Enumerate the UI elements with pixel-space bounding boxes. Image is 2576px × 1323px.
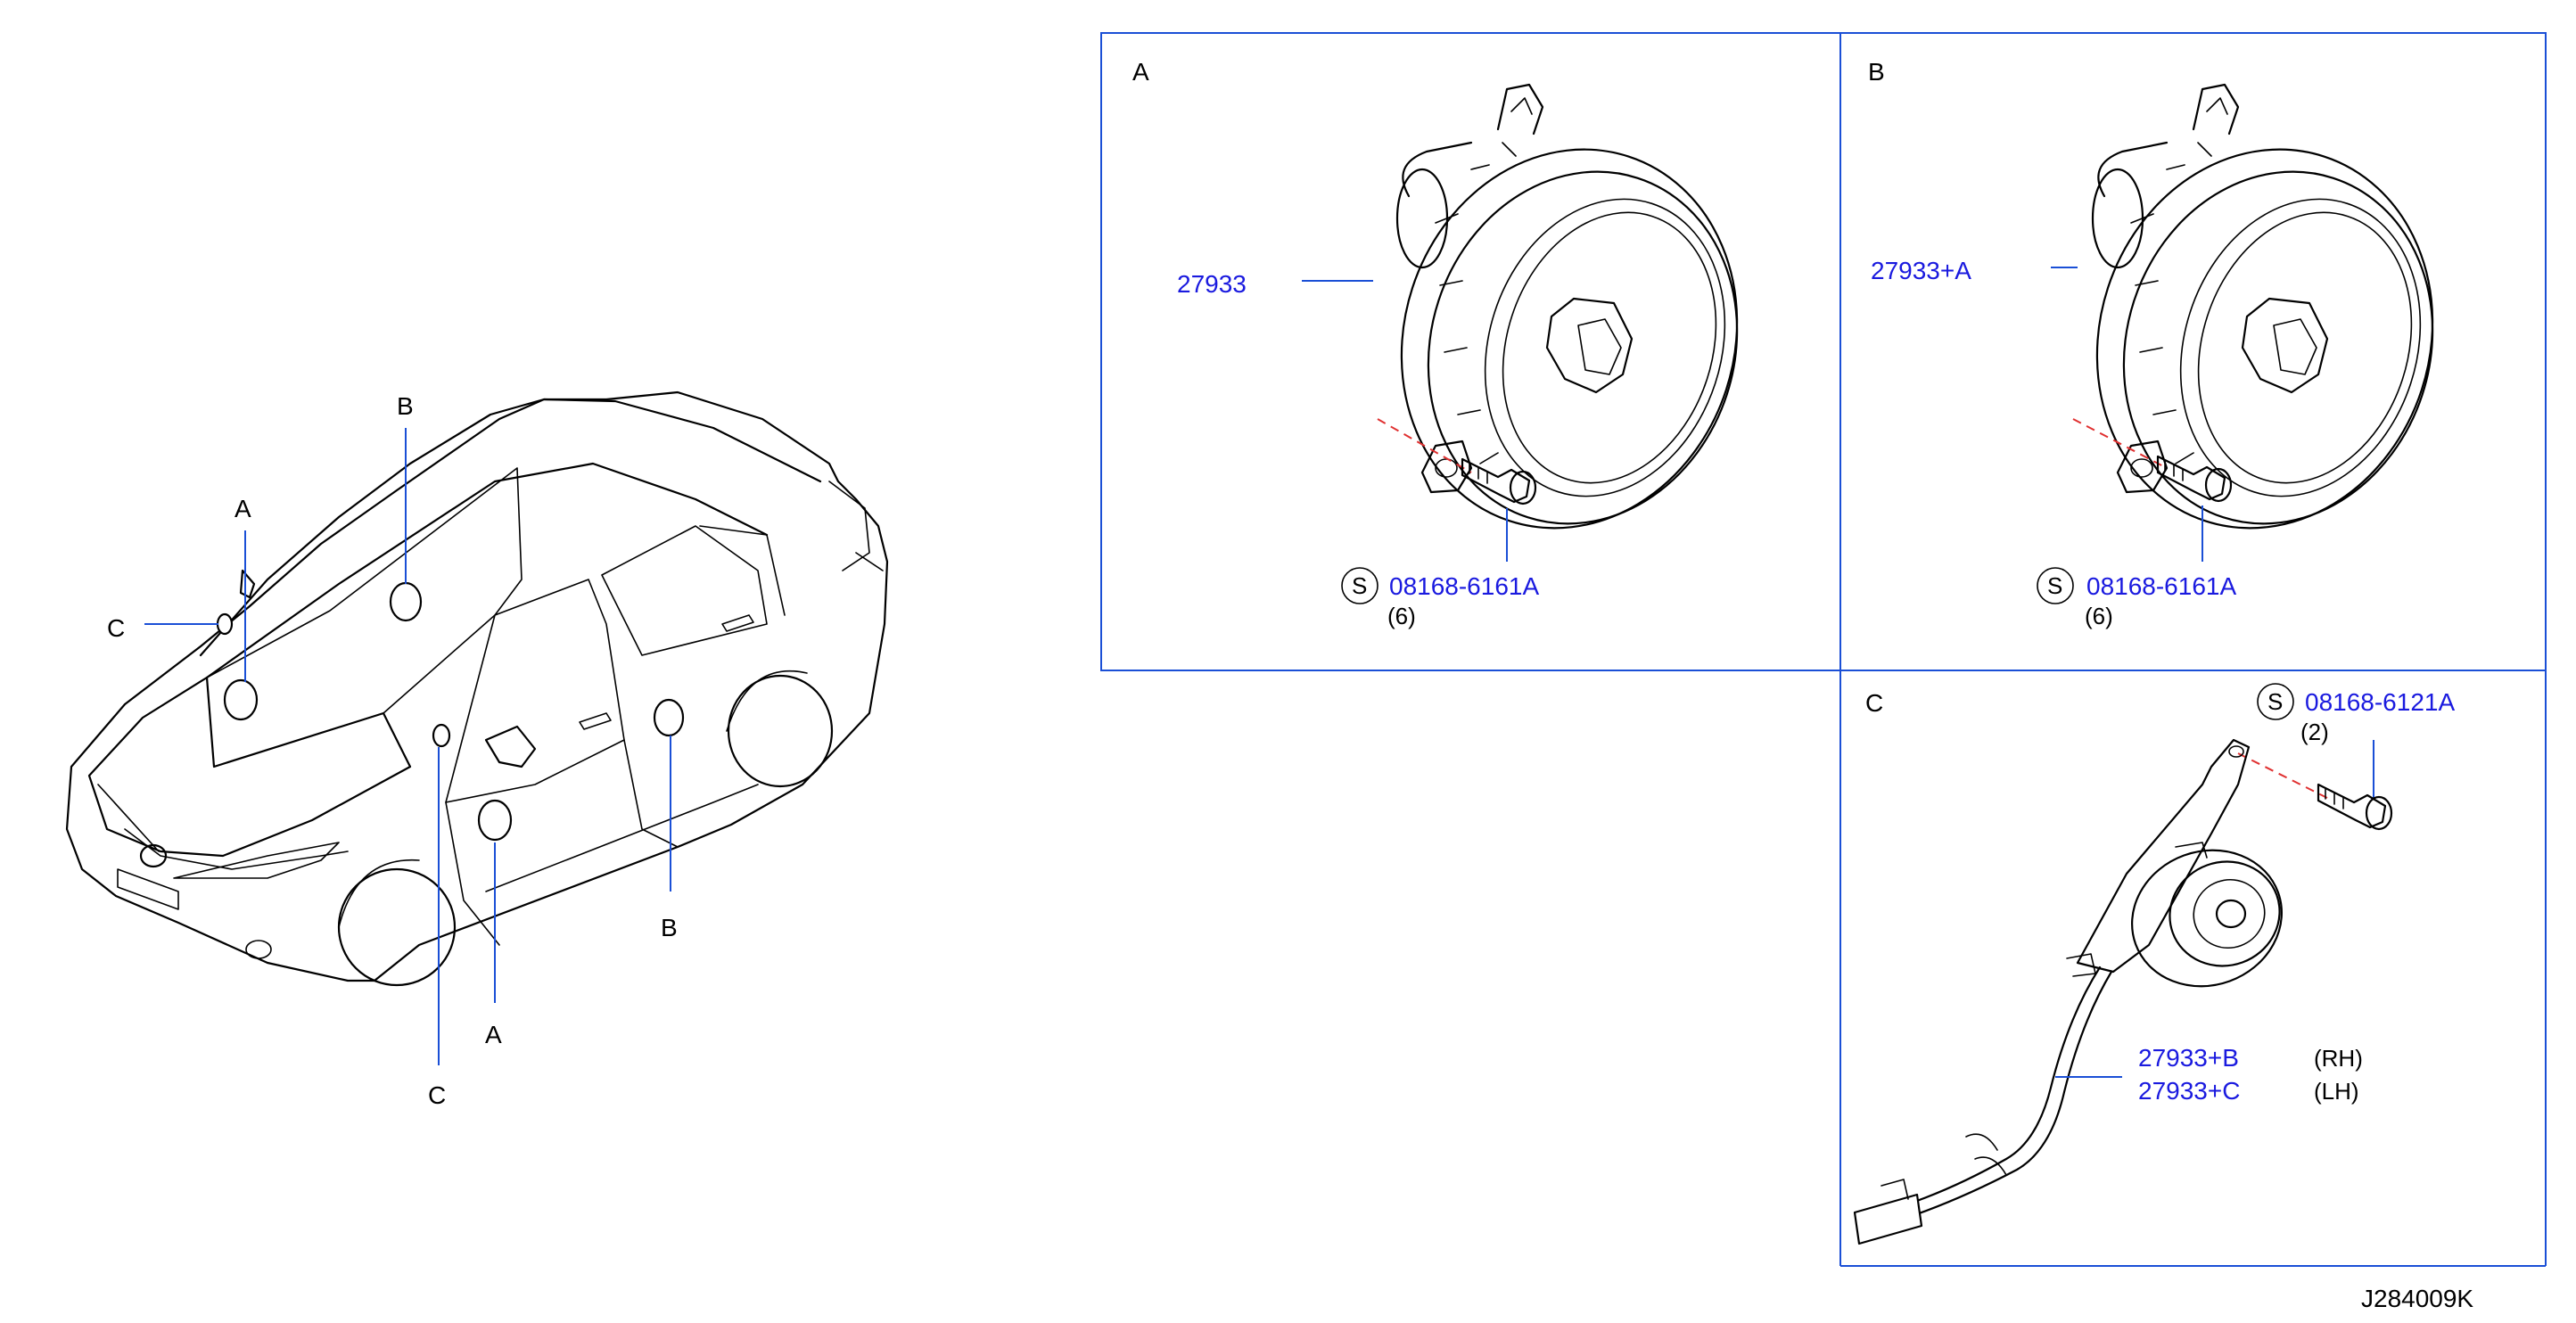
callout-c-left: C bbox=[107, 614, 125, 642]
panel-a: A 27933 S 08168-6161A (6) bbox=[1132, 58, 1787, 629]
panel-b-screw-part: 08168-6161A bbox=[2086, 572, 2236, 600]
callout-b-bottom: B bbox=[661, 914, 678, 941]
panel-c-part-lh-side: (LH) bbox=[2314, 1078, 2359, 1105]
panel-a-part-number: 27933 bbox=[1177, 270, 1247, 298]
car-illustration: B A C B A C bbox=[65, 390, 889, 1109]
speaker-b-door bbox=[653, 698, 685, 737]
connector-icon bbox=[1853, 1193, 1923, 1245]
panel-a-screw-part: 08168-6161A bbox=[1389, 572, 1539, 600]
panel-c: C S 08168-6121A (2) 27933+B (R bbox=[1853, 683, 2455, 1245]
screw-c-icon bbox=[2317, 783, 2393, 831]
callout-a-top: A bbox=[235, 495, 251, 522]
speaker-a-front bbox=[223, 678, 259, 721]
speaker-woofer-a-icon bbox=[1352, 83, 1787, 573]
panel-b-screw-qty: (6) bbox=[2085, 603, 2113, 629]
panel-a-screw-qty: (6) bbox=[1387, 603, 1416, 629]
panel-c-part-rh-number: 27933+B bbox=[2138, 1044, 2239, 1072]
panel-b-screw-symbol: S bbox=[2047, 572, 2062, 599]
panel-c-part-lh-number: 27933+C bbox=[2138, 1077, 2240, 1105]
screw-a-icon bbox=[1461, 457, 1537, 505]
diagram-id: J284009K bbox=[2361, 1285, 2473, 1312]
wire-harness-icon bbox=[1880, 966, 2102, 1214]
panel-c-part-rh-side: (RH) bbox=[2314, 1045, 2363, 1072]
tweeter-c-pillar bbox=[432, 723, 451, 748]
panel-c-screw-qty: (2) bbox=[2300, 719, 2329, 745]
callout-b-top: B bbox=[397, 392, 414, 420]
speaker-b-rear bbox=[389, 581, 423, 622]
tweeter-c-mirror bbox=[216, 612, 234, 636]
screw-b-icon bbox=[2156, 455, 2233, 503]
speaker-a-door bbox=[477, 799, 513, 842]
panel-frames bbox=[1100, 32, 2547, 1267]
speaker-woofer-b-icon bbox=[2047, 83, 2482, 573]
panel-c-screw-symbol: S bbox=[2267, 688, 2283, 715]
panel-b-letter: B bbox=[1868, 58, 1885, 86]
tweeter-icon bbox=[2131, 842, 2283, 988]
panel-c-screw-part: 08168-6121A bbox=[2305, 688, 2455, 716]
panel-c-letter: C bbox=[1865, 689, 1883, 717]
panel-b: B 27933+A S 08168-6161A (6) bbox=[1868, 58, 2482, 629]
panel-a-letter: A bbox=[1132, 58, 1149, 86]
panel-a-screw-symbol: S bbox=[1352, 572, 1367, 599]
callout-c-bottom: C bbox=[428, 1081, 446, 1109]
tweeter-bracket-icon bbox=[2076, 738, 2251, 974]
panel-b-part-number: 27933+A bbox=[1871, 257, 1971, 284]
callout-a-bottom: A bbox=[485, 1021, 502, 1048]
